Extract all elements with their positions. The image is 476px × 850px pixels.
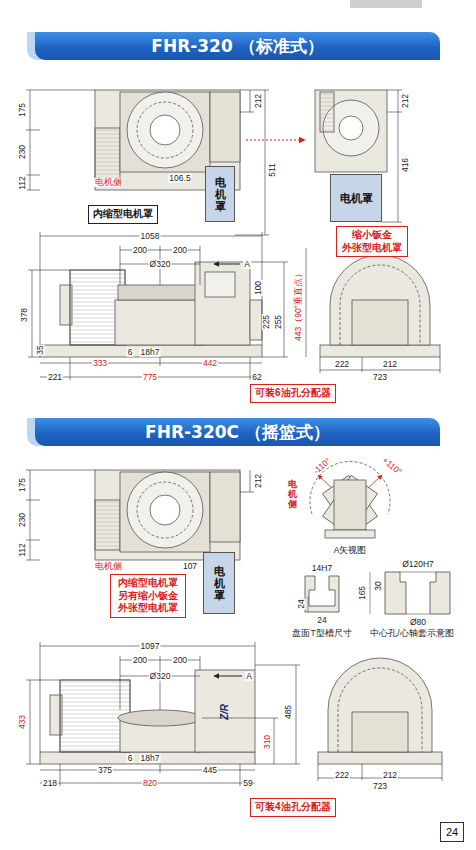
dimension-label: 112 [18,542,27,558]
brand-logo: Z/R [220,703,230,721]
node-text: 24 [446,826,458,838]
dimension-label: A矢视图 [333,546,368,555]
dimension-label: 212 [382,771,398,780]
dimension-label: 14H7 [311,564,333,573]
dimension-label: 230 [18,144,27,160]
dimension-label: 盘面T型槽尺寸 [291,629,352,638]
dimension-label: 375 [97,766,113,775]
dimension-label: 511 [268,162,277,178]
dimension-label: 175 [18,477,27,493]
motor-cover: 电机罩 [205,166,235,222]
note-box: 可装4油孔分配器 [250,798,336,817]
dimension-label: 212 [254,473,263,489]
dimension-label: 200 [132,246,148,255]
dimension-label: 212 [382,360,398,369]
note-box: 内缩型电机罩 另有缩小钣金 外张型电机罩 [110,574,186,618]
node-text: 内缩型电机罩 另有缩小钣金 外张型电机罩 [115,577,181,615]
dimension-label: 820 [142,779,158,788]
dimension-label: 1097 [140,642,161,651]
dimension-label: 433 [18,714,27,730]
dimension-label: 445 [202,766,218,775]
dimension-label: -110° [311,456,333,477]
dimension-label: 112 [18,175,27,191]
dimension-label: 442 [202,359,218,368]
dimension-label: A [245,672,253,681]
dimension-label: 230 [18,512,27,528]
dimension-label: 416 [401,157,410,173]
dimension-label: 443（90°垂直点） [294,268,303,342]
section-header: FHR-320 （标准式） [35,32,440,60]
node-text: 电机罩 [340,191,373,206]
dimension-label: Ø120H7 [401,560,435,569]
dimension-label: 310 [263,734,272,750]
dimension-label: 775 [142,373,158,382]
dimension-label: 106.5 [168,174,191,183]
dimension-label: 中心孔/心轴套示意图 [369,629,454,638]
note-box: 缩小钣金 外张型电机罩 [336,226,408,257]
dimension-label: 1058 [140,232,161,241]
dimension-label: 18h7 [140,348,161,357]
node-text: 电机罩 [214,565,225,601]
dimension-label: 218 [42,779,58,788]
dimension-label: 255 [274,314,283,330]
node-text: 缩小钣金 外张型电机罩 [341,229,403,254]
dimension-label: Ø320 [149,672,172,681]
dimension-label: 24 [297,598,306,609]
dimension-label: Ø320 [149,260,172,269]
node-text: 电机罩 [215,176,226,212]
dimension-label: 30 [374,580,383,591]
dimension-label: 6 [127,754,134,763]
dimension-label: 485 [284,704,293,720]
dimension-label: 电机侧 [94,562,123,571]
node-text: FHR-320 （标准式） [151,35,323,58]
note-box: 内缩型电机罩 [88,205,158,224]
dimension-label: 225 [262,314,271,330]
motor-cover: 电机罩 [203,552,235,614]
dimension-label: 35 [36,344,45,355]
dimension-label: 222 [334,360,350,369]
dimension-label: 200 [172,246,188,255]
dimension-label: 212 [401,93,410,109]
dimension-label: 222 [334,771,350,780]
dimension-label: 电机侧 [287,480,298,510]
node-text: 可装6油孔分配器 [255,387,331,400]
node-text: 可装4油孔分配器 [255,801,331,814]
page-number: 24 [440,822,464,842]
dimension-label: Ø80 [409,618,427,627]
dimension-label: 333 [92,359,108,368]
dimension-label: 165 [358,585,367,601]
dimension-label: 6 [127,348,134,357]
dimension-label: 62 [251,373,262,382]
dimension-label: 24 [316,616,327,625]
dimension-label: 378 [20,307,29,323]
dimension-label: 221 [47,373,63,382]
dimension-label: 175 [18,102,27,118]
dimension-label: 107 [182,562,198,571]
section-header: FHR-320C （摇篮式） [35,418,440,446]
dimension-label: 212 [254,93,263,109]
dimension-label: 200 [172,656,188,665]
dimension-label: 723 [372,782,388,791]
dimension-label: 电机侧 [94,178,123,187]
dimension-label: 18h7 [140,754,161,763]
dimension-label: A [243,260,251,269]
dimension-label: 100 [254,280,263,296]
motor-cover: 电机罩 [330,174,382,222]
dimension-label: 723 [372,373,388,382]
dimension-label: +110° [380,455,404,477]
dimension-label: 59 [242,779,253,788]
dimension-label: 200 [132,656,148,665]
node-text: FHR-320C （摇篮式） [145,421,330,444]
node-text: 内缩型电机罩 [93,208,153,221]
note-box: 可装6油孔分配器 [250,384,336,403]
